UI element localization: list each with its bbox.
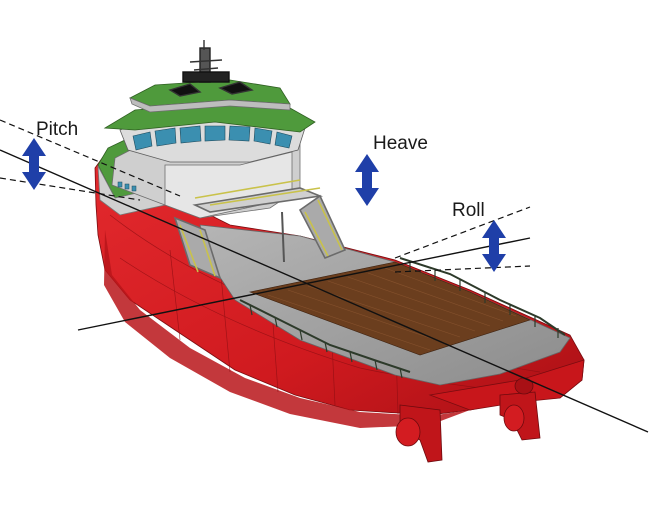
motion-axes	[0, 119, 649, 433]
starboard-railing-posts	[249, 304, 403, 379]
deck-plank-lines	[267, 267, 517, 351]
roll-label: Roll	[452, 200, 485, 221]
propulsion	[395, 377, 541, 463]
propeller-right	[503, 404, 525, 432]
pitch-upper-dashed-line	[0, 119, 181, 197]
starboard-railing	[239, 299, 411, 373]
upper-roof-edge	[129, 97, 291, 113]
pitch-lower-dashed-line	[0, 177, 141, 201]
heave-label: Heave	[373, 133, 428, 154]
stern-transom	[428, 359, 585, 411]
cargo-deck	[199, 224, 571, 386]
superstructure	[103, 40, 347, 280]
port-railing-posts	[409, 262, 559, 338]
portholes	[117, 181, 137, 192]
support-pillar	[281, 211, 285, 263]
gangway-stairs	[173, 179, 347, 280]
bridge-windows	[132, 125, 293, 151]
pitch-arrow-icon	[22, 138, 46, 190]
roll-upper-dashed-line	[394, 206, 531, 259]
mast	[168, 40, 254, 97]
transverse-axis-line	[77, 237, 531, 331]
roll-arrow-icon	[482, 220, 506, 272]
pitch-label: Pitch	[36, 119, 78, 140]
propeller-left	[395, 417, 421, 447]
deck-planking	[248, 261, 531, 356]
heave-arrow-icon	[355, 154, 379, 206]
longitudinal-axis-line	[0, 149, 649, 433]
roll-lower-dashed-line	[394, 265, 531, 273]
port-railing	[399, 257, 566, 336]
